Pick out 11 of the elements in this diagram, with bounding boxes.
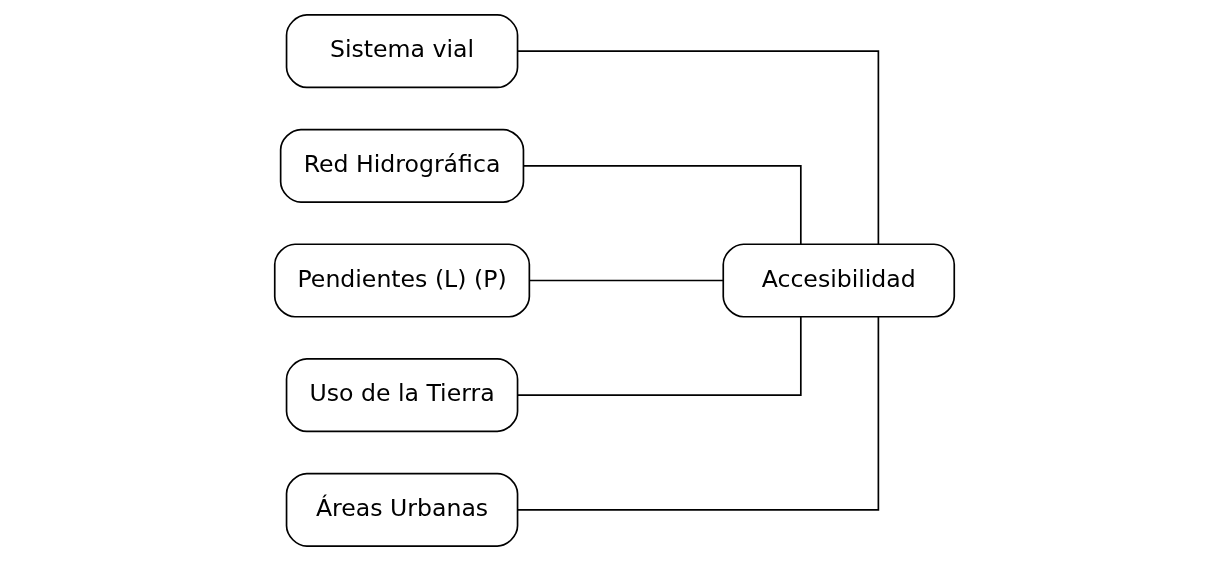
node-box: Áreas Urbanas bbox=[285, 472, 519, 547]
node-box: Accesibilidad bbox=[722, 243, 956, 318]
connector bbox=[517, 315, 802, 396]
connector bbox=[517, 50, 880, 245]
connector bbox=[517, 316, 880, 511]
node-box: Red Hidrográfica bbox=[279, 128, 525, 203]
connector bbox=[528, 279, 724, 282]
node-box: Sistema vial bbox=[285, 14, 519, 89]
node-box: Uso de la Tierra bbox=[285, 358, 519, 433]
connector bbox=[523, 165, 802, 246]
node-box: Pendientes (L) (P) bbox=[273, 243, 531, 318]
